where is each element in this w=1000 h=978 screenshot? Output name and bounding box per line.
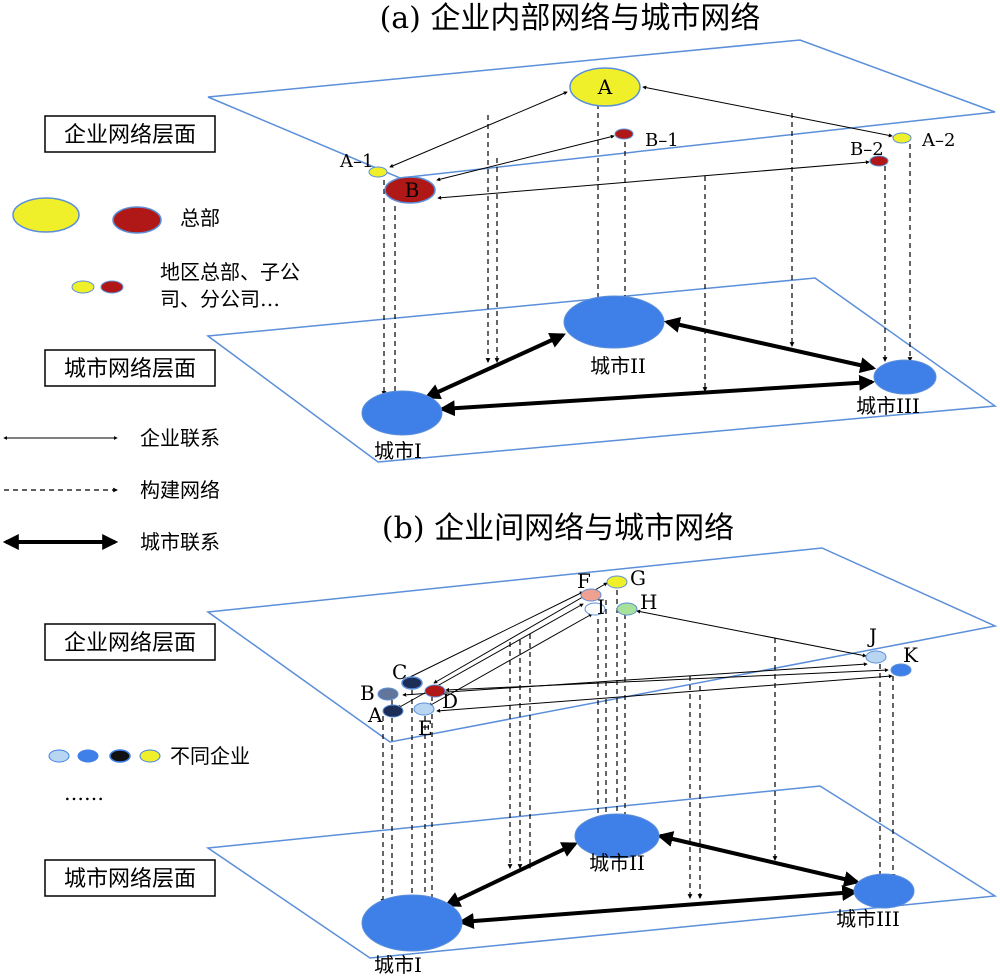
- panel-a-node-B: [384, 176, 436, 204]
- panel-b-node-G-label: G: [630, 566, 646, 590]
- panel-a-node-B2: [869, 155, 889, 167]
- panel-b: (b) 企业间网络与城市网络 企业网络层面 城市网络层面: [44, 511, 998, 977]
- panel-b-node-E: [413, 702, 435, 716]
- panel-a-node-A1-label: A–1: [339, 151, 373, 172]
- panel-b-node-H: [616, 602, 638, 616]
- panel-b-city-1: [361, 894, 463, 952]
- panel-a-city-1: [361, 390, 443, 436]
- panel-b-city-2: [574, 813, 660, 859]
- legend-regional-label-1: 地区总部、子公: [160, 260, 300, 284]
- legend: 总部 地区总部、子公 司、分公司… 企业联系 构建网络 城市联系 不同企业 ……: [2, 197, 300, 805]
- panel-a-node-B1: [614, 128, 634, 140]
- panel-b-node-C: [401, 676, 423, 690]
- panel-b-node-D: [424, 684, 446, 698]
- panel-a-layer-label-enterprise: 企业网络层面: [44, 115, 216, 153]
- panel-a-enterprise-plane: [207, 39, 996, 179]
- legend-firm-dark: [109, 749, 131, 763]
- panel-b-node-H-label: H: [640, 590, 657, 614]
- panel-a-city-3: [873, 359, 937, 395]
- panel-b-enterprise-label: 企业网络层面: [64, 631, 196, 656]
- panel-a-node-B-label: B: [405, 178, 420, 202]
- legend-different-firms-label: 不同企业: [170, 744, 250, 768]
- panel-b-node-E-label: E: [418, 716, 433, 740]
- legend-hq-yellow: [12, 197, 80, 233]
- panel-a-node-B2-label: B–2: [850, 139, 884, 160]
- panel-a-node-A2: [892, 132, 912, 144]
- panel-a-city-1-label: 城市I: [374, 439, 422, 463]
- legend-firm-blue: [77, 749, 99, 763]
- panel-a-enterprise-label: 企业网络层面: [64, 123, 196, 148]
- panel-b-enterprise-links: [397, 582, 893, 713]
- panel-a-node-A1: [368, 166, 388, 178]
- panel-b-node-A: [382, 704, 404, 718]
- panel-b-node-F: [580, 588, 602, 602]
- legend-regional-yellow: [71, 280, 95, 294]
- panel-b-node-B-label: B: [360, 681, 375, 705]
- legend-firm-yellow: [139, 749, 161, 763]
- legend-hq-label: 总部: [180, 206, 220, 230]
- panel-b-node-B: [377, 687, 399, 701]
- panel-b-city-3-label: 城市III: [836, 907, 900, 931]
- panel-b-city-3: [853, 873, 915, 909]
- panel-b-node-C-label: C: [392, 660, 407, 684]
- panel-b-node-I: [584, 602, 606, 616]
- panel-b-node-J-label: J: [867, 624, 877, 648]
- panel-a-city-2: [563, 295, 665, 349]
- panel-a-city-links: [424, 316, 877, 417]
- panel-b-node-D-label: D: [442, 689, 458, 713]
- panel-a-node-A: [569, 67, 641, 107]
- panel-a-city-2-label: 城市II: [590, 354, 646, 378]
- panel-b-title: (b) 企业间网络与城市网络: [382, 511, 734, 546]
- legend-regional-red: [100, 280, 124, 294]
- legend-network-building-label: 构建网络: [140, 478, 220, 502]
- legend-enterprise-link-label: 企业联系: [140, 426, 220, 450]
- panel-a-node-A-label: A: [597, 75, 613, 99]
- panel-b-node-K-label: K: [903, 643, 919, 667]
- panel-a-city-3-label: 城市III: [856, 394, 920, 418]
- panel-b-enterprise-plane: [205, 547, 998, 743]
- panel-b-city-1-label: 城市I: [374, 953, 422, 977]
- panel-b-layer-label-enterprise: 企业网络层面: [44, 623, 216, 661]
- panel-a-city-label: 城市网络层面: [64, 357, 196, 382]
- panel-b-node-I-label: I: [597, 595, 605, 619]
- panel-b-city-2-label: 城市II: [589, 851, 645, 875]
- panel-a-layer-label-city: 城市网络层面: [44, 349, 216, 387]
- panel-b-city-links: [444, 831, 861, 930]
- legend-firm-light-blue: [48, 749, 70, 763]
- panel-b-node-G: [606, 575, 628, 589]
- legend-city-link-label: 城市联系: [140, 530, 220, 554]
- panel-b-layer-label-city: 城市网络层面: [44, 859, 216, 897]
- panel-b-node-A-label: A: [367, 703, 383, 727]
- panel-a-node-B1-label: B–1: [645, 130, 679, 151]
- panel-a-enterprise-links: [389, 85, 893, 200]
- panel-b-node-J: [865, 650, 887, 664]
- panel-a-title: (a) 企业内部网络与城市网络: [380, 1, 761, 36]
- legend-regional-label-2: 司、分公司…: [160, 287, 280, 311]
- panel-b-city-label: 城市网络层面: [64, 867, 196, 892]
- legend-ellipsis: ……: [64, 781, 104, 805]
- panel-b-node-F-label: F: [577, 569, 591, 593]
- panel-a-node-A2-label: A–2: [921, 130, 955, 151]
- panel-b-city-plane: [205, 785, 998, 959]
- legend-hq-red: [112, 206, 162, 234]
- panel-b-node-K: [890, 663, 912, 677]
- panel-a: (a) 企业内部网络与城市网络 企业网络层面 城市网络层面: [44, 1, 998, 463]
